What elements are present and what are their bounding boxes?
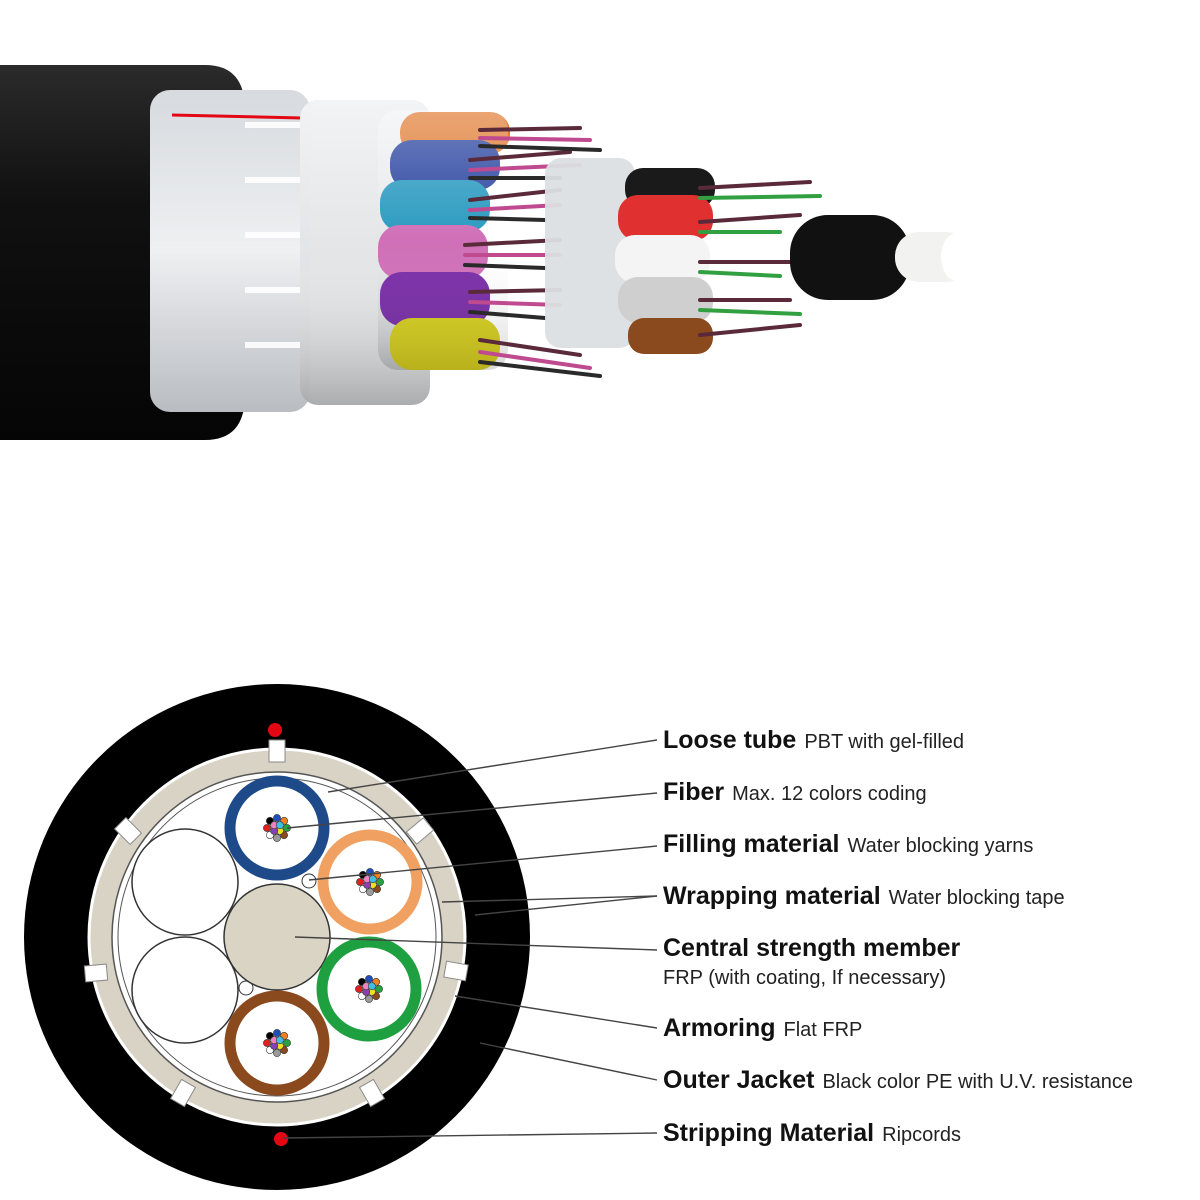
ripcord-bottom — [274, 1132, 288, 1146]
filling-yarn — [238, 980, 254, 996]
loose-tube-green — [316, 936, 422, 1042]
leader-lines — [282, 739, 658, 1139]
filler-rod — [131, 936, 239, 1044]
loose-tube-blue — [224, 775, 330, 881]
fiber — [376, 878, 384, 886]
fiber — [368, 875, 377, 884]
fiber — [366, 888, 374, 896]
central-member-coating — [790, 215, 910, 300]
fiber — [367, 982, 376, 991]
filler-rod — [131, 828, 239, 936]
fiber — [365, 995, 373, 1003]
fiber — [275, 821, 284, 830]
fiber — [283, 1039, 291, 1047]
cable-photo — [0, 65, 973, 440]
fiber — [356, 878, 364, 886]
fiber — [273, 834, 281, 842]
fiber — [273, 814, 281, 822]
ripcord-line — [171, 113, 303, 120]
inner-wrapping-section — [545, 158, 635, 348]
fiber — [365, 975, 373, 983]
fiber — [275, 1036, 284, 1045]
loose-tube-brown — [224, 990, 330, 1096]
label-central-strength-member: Central strength member — [663, 934, 961, 962]
loose-tubes-cluster — [378, 110, 510, 370]
label-central-strength-member-desc: FRP (with coating, If necessary) — [663, 967, 946, 989]
fiber — [375, 985, 383, 993]
armoring-section — [150, 90, 310, 412]
fiber — [273, 1029, 281, 1037]
cross-section — [24, 684, 530, 1190]
filling-yarn — [301, 873, 317, 889]
fiber — [263, 824, 271, 832]
loose-tube-orange — [317, 829, 423, 935]
fiber — [273, 1049, 281, 1057]
central-strength-member — [223, 883, 331, 991]
fiber — [263, 1039, 271, 1047]
ripcord-top — [268, 723, 282, 737]
fiber — [355, 985, 363, 993]
